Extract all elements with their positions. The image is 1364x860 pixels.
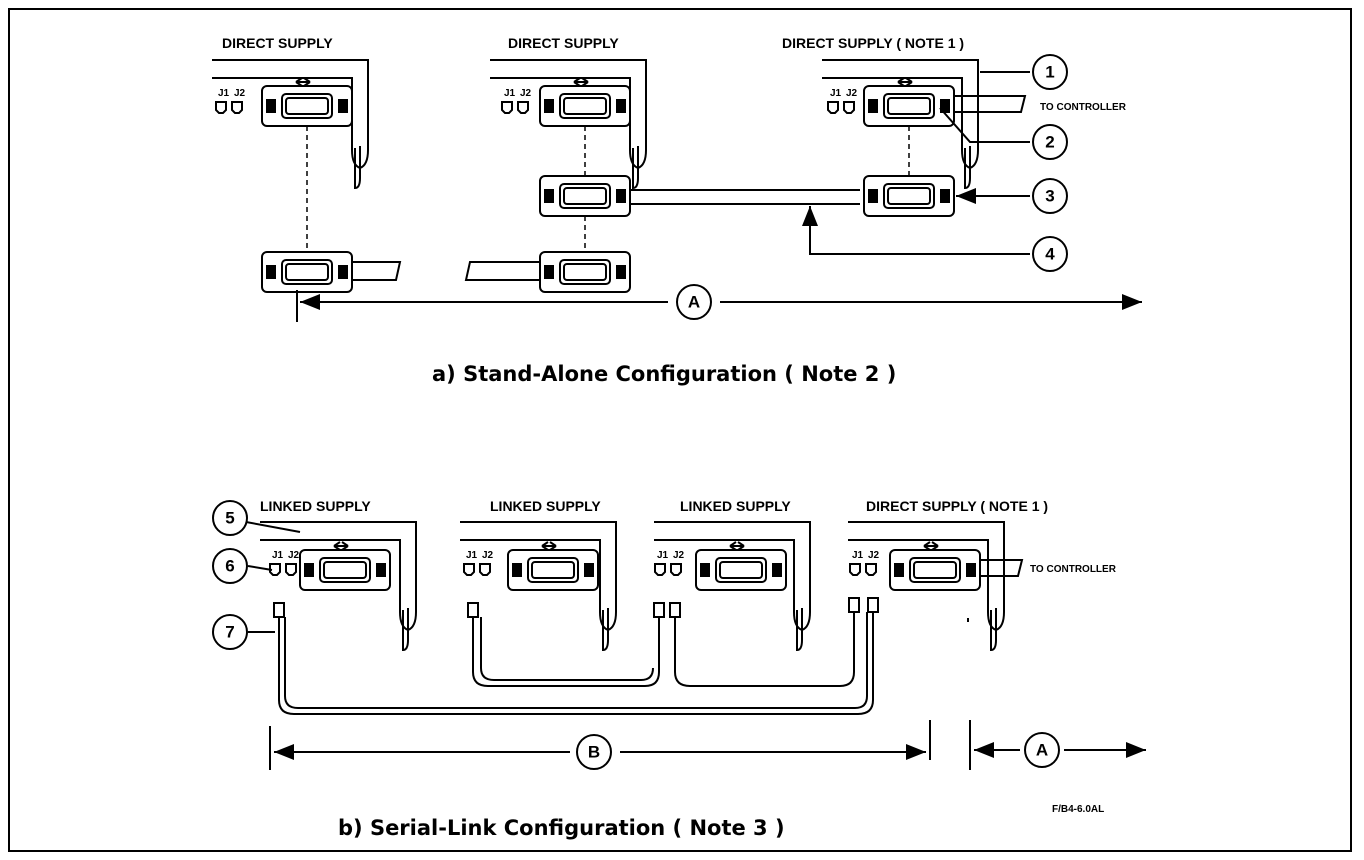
supply-b1: LINKED SUPPLY J1 J2 xyxy=(259,498,417,651)
callout-1: 1 xyxy=(980,54,1068,90)
jack-label-j2: J2 xyxy=(234,88,246,99)
callout-2: 2 xyxy=(939,107,1068,160)
gpib-connector-icon[interactable] xyxy=(863,85,955,127)
link-cables xyxy=(273,597,879,715)
supply-a2: DIRECT SUPPLY J1 J2 xyxy=(464,35,647,293)
callout-6: 6 xyxy=(212,548,273,584)
figure-frame xyxy=(8,8,1352,852)
gpib-connector-icon[interactable] xyxy=(863,175,955,217)
gpib-cable xyxy=(630,189,860,205)
gpib-connector-icon[interactable] xyxy=(695,549,787,591)
gpib-connector-icon[interactable] xyxy=(539,85,631,127)
caption-b: b) Serial-Link Configuration ( Note 3 ) xyxy=(338,816,785,840)
caption-a: a) Stand-Alone Configuration ( Note 2 ) xyxy=(432,362,896,386)
dimension-label: B xyxy=(588,743,600,762)
supply-label: LINKED SUPPLY xyxy=(260,498,371,514)
gpib-connector-icon[interactable] xyxy=(507,549,599,591)
dimension-b: B xyxy=(269,720,931,770)
jack-label-j2: J2 xyxy=(868,550,880,561)
figure-id: F/B4-6.0AL xyxy=(1052,804,1104,815)
double-arrow-icon xyxy=(897,77,913,87)
callout-number: 6 xyxy=(225,557,234,576)
supply-label: DIRECT SUPPLY ( NOTE 1 ) xyxy=(866,498,1048,514)
supply-a3: DIRECT SUPPLY ( NOTE 1 ) J1 J2 TO CONTRO… xyxy=(782,35,1127,217)
dimension-label: A xyxy=(1036,741,1048,760)
double-arrow-icon xyxy=(333,541,349,551)
gpib-connector-icon[interactable] xyxy=(261,85,353,127)
double-arrow-icon xyxy=(541,541,557,551)
jack-label-j1: J1 xyxy=(830,88,842,99)
callout-3: 3 xyxy=(956,178,1068,214)
double-arrow-icon xyxy=(573,77,589,87)
supply-label: LINKED SUPPLY xyxy=(680,498,791,514)
dimension-a-bottom: A xyxy=(969,720,1146,770)
supply-b3: LINKED SUPPLY J1 J2 xyxy=(653,498,811,651)
supply-label: LINKED SUPPLY xyxy=(490,498,601,514)
supply-label: DIRECT SUPPLY xyxy=(508,35,619,51)
callout-number: 2 xyxy=(1045,133,1054,152)
jack-label-j2: J2 xyxy=(288,550,300,561)
supply-a1: DIRECT SUPPLY J1 J2 xyxy=(211,35,402,293)
jack-label-j2: J2 xyxy=(520,88,532,99)
double-arrow-icon xyxy=(923,541,939,551)
gpib-connector-icon[interactable] xyxy=(299,549,391,591)
jack-label-j2: J2 xyxy=(482,550,494,561)
to-controller-label: TO CONTROLLER xyxy=(1040,102,1127,113)
gpib-connector-icon[interactable] xyxy=(539,175,631,217)
supply-label: DIRECT SUPPLY ( NOTE 1 ) xyxy=(782,35,964,51)
jack-label-j2: J2 xyxy=(673,550,685,561)
double-arrow-icon xyxy=(295,77,311,87)
dimension-a: A xyxy=(296,284,1142,322)
jack-label-j1: J1 xyxy=(852,550,864,561)
callout-number: 3 xyxy=(1045,187,1054,206)
jack-label-j1: J1 xyxy=(272,550,284,561)
callout-5: 5 xyxy=(212,500,301,536)
jack-label-j1: J1 xyxy=(504,88,516,99)
gpib-cable xyxy=(464,261,540,281)
supply-b2: LINKED SUPPLY J1 J2 xyxy=(459,498,617,651)
controller-cable xyxy=(980,559,1024,577)
callout-number: 7 xyxy=(225,623,234,642)
controller-cable xyxy=(954,95,1027,113)
supply-b4: DIRECT SUPPLY ( NOTE 1 ) J1 J2 TO CONTRO… xyxy=(847,498,1117,651)
gpib-cable xyxy=(352,261,402,281)
callout-7: 7 xyxy=(212,614,275,650)
jack-label-j1: J1 xyxy=(466,550,478,561)
callout-number: 5 xyxy=(225,509,234,528)
jack-label-j1: J1 xyxy=(657,550,669,561)
to-controller-label: TO CONTROLLER xyxy=(1030,564,1117,575)
jack-label-j1: J1 xyxy=(218,88,230,99)
jack-label-j2: J2 xyxy=(846,88,858,99)
gpib-connector-icon[interactable] xyxy=(261,251,353,293)
callout-4: 4 xyxy=(802,206,1068,272)
gpib-connector-icon[interactable] xyxy=(539,251,631,293)
supply-label: DIRECT SUPPLY xyxy=(222,35,333,51)
double-arrow-icon xyxy=(729,541,745,551)
callout-number: 4 xyxy=(1045,245,1055,264)
dimension-label: A xyxy=(688,293,700,312)
callout-number: 1 xyxy=(1045,63,1054,82)
gpib-connector-icon[interactable] xyxy=(889,549,981,591)
